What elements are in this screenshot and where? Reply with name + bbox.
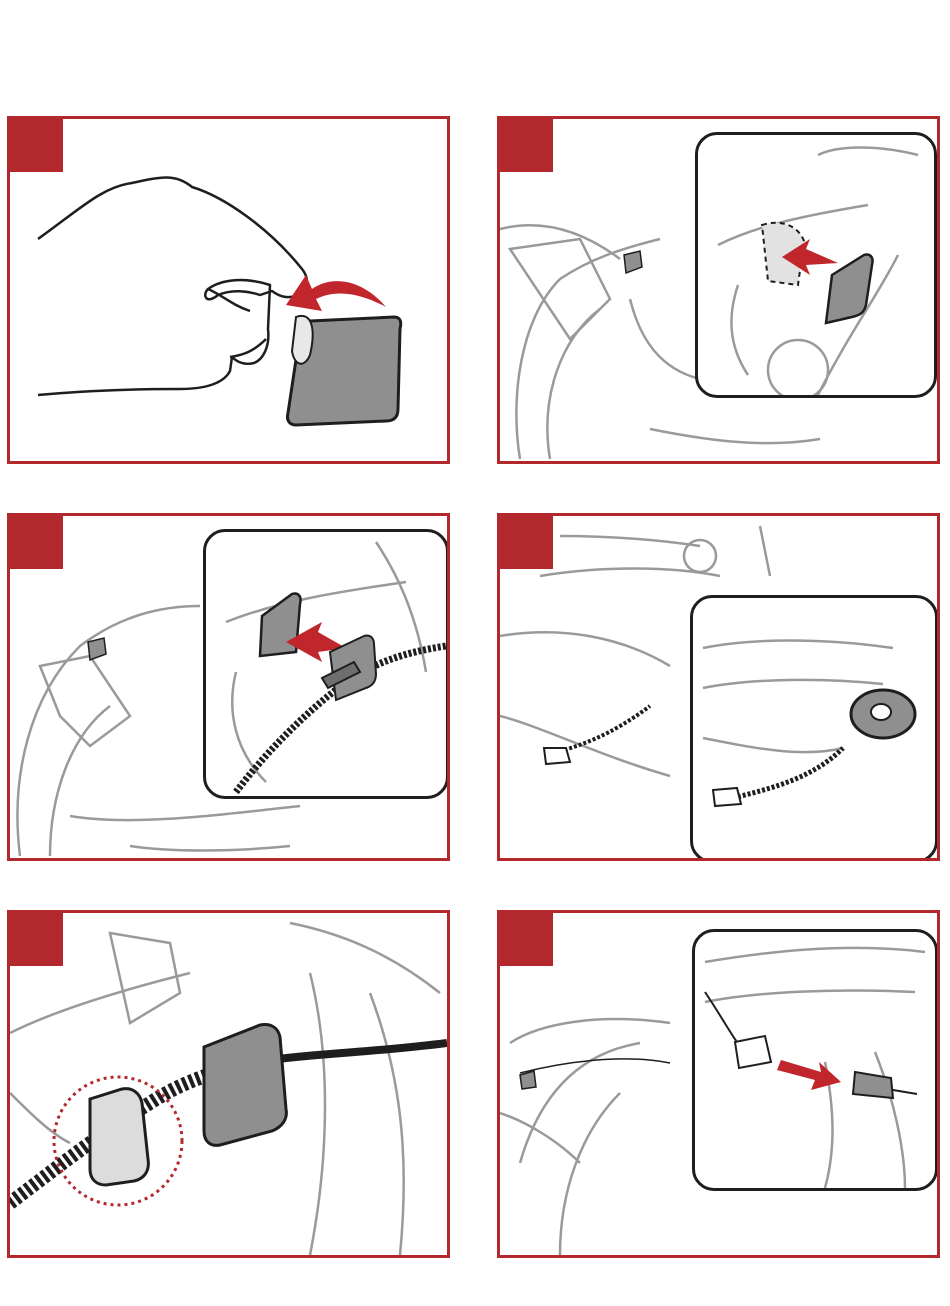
step-panel-1 xyxy=(7,116,450,464)
step-badge xyxy=(500,516,553,569)
step-badge xyxy=(10,516,63,569)
zoom-callout-icon xyxy=(695,132,937,398)
step-panel-5 xyxy=(7,910,450,1258)
step-panel-3 xyxy=(7,513,450,861)
step-badge xyxy=(500,913,553,966)
zoom-callout-icon xyxy=(692,929,938,1191)
connector-plug-icon xyxy=(853,1072,893,1098)
step-badge xyxy=(500,119,553,172)
zoom-callout-icon xyxy=(690,595,938,861)
step-panel-2 xyxy=(497,116,940,464)
step-badge xyxy=(10,119,63,172)
connector-plug-icon xyxy=(544,748,570,764)
helmet-interior-icon xyxy=(10,913,447,1255)
microphone-clamp-icon xyxy=(204,1025,286,1146)
connector-plug-icon xyxy=(735,1036,771,1068)
speaker-icon xyxy=(851,690,915,738)
step-badge xyxy=(10,913,63,966)
connect-arrow-icon xyxy=(777,1060,841,1090)
adhesive-pad-icon xyxy=(624,251,642,273)
zoom-callout-icon xyxy=(203,529,449,799)
step-illustration xyxy=(10,119,447,461)
hand-icon xyxy=(38,178,307,396)
adhesive-pad-icon xyxy=(88,638,106,660)
connector-plug-icon xyxy=(520,1071,536,1089)
cable-holder-icon xyxy=(90,1089,148,1185)
step-panel-4 xyxy=(497,513,940,861)
step-panel-6 xyxy=(497,910,940,1258)
connector-plug-icon xyxy=(713,788,741,806)
